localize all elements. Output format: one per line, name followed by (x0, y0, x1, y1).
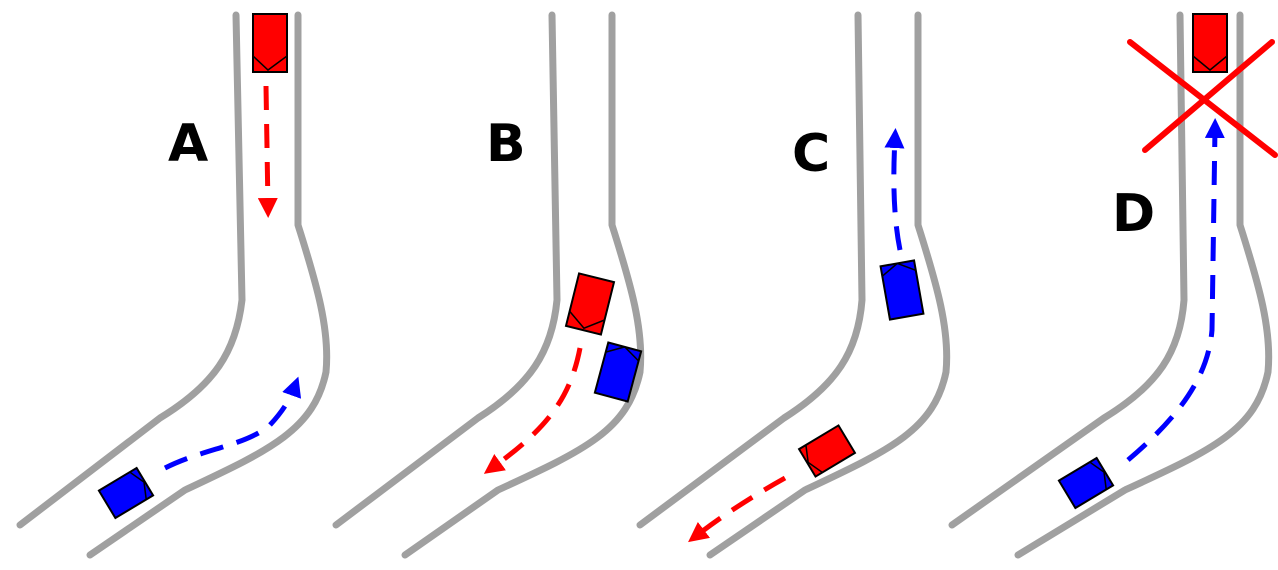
scenario-d-road-left-edge (948, 11, 1188, 529)
scenario-c-road-right-edge (706, 11, 951, 559)
scenario-b-red-car (564, 272, 616, 336)
scenario-a-label: A (168, 114, 209, 174)
scenario-d-red-cross-mark (1127, 39, 1278, 158)
scenario-a-red-path-arrow (257, 85, 278, 218)
scenario-b-road-left-edge (332, 11, 561, 529)
scenario-c-red-car (797, 424, 857, 478)
scenario-c-road-left-edge (636, 11, 866, 529)
scenario-a-road-right-edge (86, 11, 331, 559)
scenario-b-label: B (486, 114, 526, 174)
scenario-c-red-path-arrow (688, 475, 787, 543)
scenario-d-label: D (1112, 184, 1156, 244)
scenario-d-red-car (1192, 13, 1228, 73)
scenario-a-road-left-edge (16, 11, 246, 529)
scenario-c (636, 11, 951, 559)
scenario-a-blue-car (97, 466, 155, 520)
scenario-c-blue-path-arrow (884, 128, 905, 251)
scenario-c-label: C (792, 124, 831, 184)
scenario-b-red-path-arrow (483, 347, 583, 474)
scenario-d (948, 11, 1278, 559)
scenario-b (332, 11, 645, 559)
scenario-d-blue-car (1057, 456, 1115, 510)
scenario-d-road-right-edge (1014, 11, 1273, 559)
scenario-a-red-car (252, 13, 288, 73)
scenario-c-blue-car (879, 259, 925, 321)
scenario-b-blue-car (593, 341, 643, 403)
scenario-a (16, 11, 331, 559)
scenario-b-road-right-edge (401, 11, 645, 559)
scenario-d-blue-path-arrow (1126, 118, 1225, 462)
